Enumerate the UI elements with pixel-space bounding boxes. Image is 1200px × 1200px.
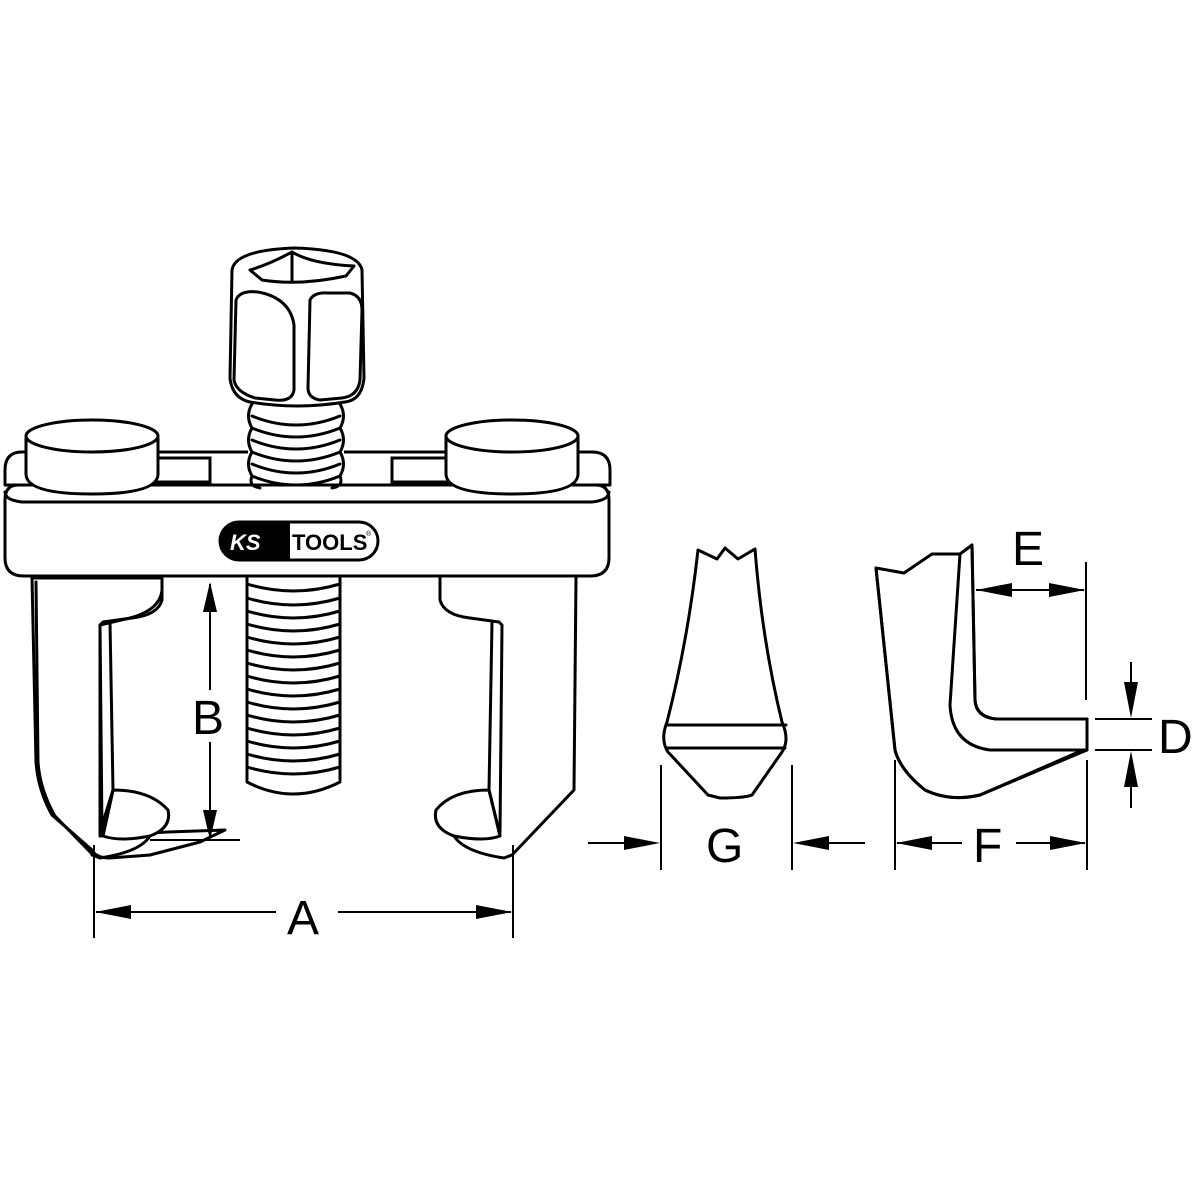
dimension-b: B (150, 582, 240, 841)
dimension-a: A (93, 845, 514, 945)
spindle-lower-thread (245, 576, 342, 796)
label-a: A (287, 892, 319, 945)
logo-tools-text: TOOLS (292, 530, 367, 555)
logo-ks-text: KS (230, 530, 261, 555)
dimension-e: E (976, 523, 1087, 700)
label-g: G (706, 820, 743, 873)
hex-head (228, 246, 366, 408)
dimension-d: D (1095, 662, 1193, 808)
left-jaw (30, 576, 227, 860)
right-pin (444, 418, 580, 496)
brand-logo: KS TOOLS ® (218, 520, 380, 562)
logo-registered-mark: ® (366, 530, 372, 538)
right-jaw (433, 576, 578, 860)
puller-front-view: KS TOOLS ® B A (3, 246, 612, 945)
left-pin (24, 418, 160, 496)
label-b: B (192, 692, 224, 745)
spindle-upper-thread (247, 400, 345, 490)
label-e: E (1012, 523, 1044, 576)
jaw-front-view: G (588, 546, 865, 873)
dimension-f: F (894, 760, 1088, 873)
dimension-g: G (588, 765, 865, 873)
label-f: F (973, 820, 1002, 873)
jaw-side-view: E D F (874, 523, 1193, 873)
label-d: D (1158, 711, 1193, 764)
